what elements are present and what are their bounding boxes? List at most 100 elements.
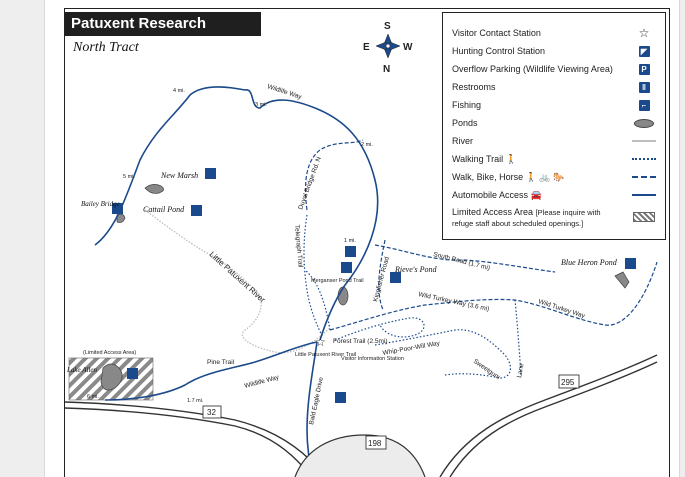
- legend-row-visitor-contact: Visitor Contact Station ☆: [452, 25, 657, 41]
- distance-1mi: 1 mi.: [344, 238, 356, 244]
- legend-note: [Please inquire with refuge staff about …: [452, 208, 601, 228]
- fishing-icon: [127, 368, 138, 379]
- hunting-icon: [335, 392, 346, 403]
- distance-2mi: 2 mi.: [361, 142, 373, 148]
- car-icon: 🚘: [530, 190, 542, 200]
- bailey-pond: [116, 213, 126, 223]
- hunting-icon: [112, 203, 123, 214]
- route-295-road: [439, 354, 658, 477]
- wildlife-way-road: [94, 86, 379, 341]
- distance-6mi: 6 mi.: [87, 394, 99, 400]
- map-canvas: 32 198 295 S N E W: [64, 21, 658, 477]
- kingfisher-road-trail: [378, 239, 386, 311]
- label-sweetgum: Sweetgum: [472, 358, 501, 381]
- label-merganser-pond-trail: Merganser Pond Trail: [311, 278, 364, 284]
- lane-trail: [514, 299, 522, 376]
- legend-row-river: River: [452, 133, 657, 149]
- duval-bridge-trail: [304, 139, 364, 211]
- legend-row-walking: Walking Trail 🚶: [452, 151, 657, 167]
- route-198-label: 198: [368, 439, 382, 448]
- legend-label: Walk, Bike, Horse 🚶 🚲 🐎: [452, 172, 565, 182]
- distance-5mi: 5 mi.: [123, 174, 135, 180]
- legend-label: Walking Trail 🚶: [452, 154, 517, 164]
- forest-walking-trail: [334, 317, 425, 341]
- compass-n: N: [383, 64, 390, 75]
- legend-label: Ponds: [452, 118, 478, 128]
- label-kingfisher-road: Kingfisher Road: [372, 256, 391, 303]
- map-page: 32 198 295 S N E W: [44, 0, 680, 477]
- label-whip-poor-will: Whip-Poor-Will Way: [382, 340, 441, 357]
- distance-17mi: 1.7 mi.: [187, 398, 204, 404]
- legend-row-hunting: Hunting Control Station ◤: [452, 43, 657, 59]
- fishing-icon: [625, 258, 636, 269]
- distance-3mi: 3 mi.: [255, 102, 267, 108]
- fishing-icon: [205, 168, 216, 179]
- label-wildlife-way-bottom: Wildlife Way: [244, 374, 281, 390]
- label-bailey-bridge: Bailey Bridge: [81, 200, 120, 208]
- route-32-road: [64, 401, 326, 477]
- star-icon: ☆: [638, 26, 650, 40]
- south-road-trail: [374, 244, 556, 273]
- walk-bike-horse-line-icon: [632, 176, 656, 178]
- legend-row-auto: Automobile Access 🚘: [452, 187, 657, 203]
- hatch-area-icon: [633, 212, 655, 222]
- auto-line-icon: [632, 194, 656, 196]
- legend-label: Fishing: [452, 100, 482, 110]
- little-patuxent-river-trail: [304, 269, 331, 331]
- pond-icon: [634, 118, 654, 128]
- map-title: Patuxent Research Refuge: [65, 12, 261, 56]
- distance-4mi: 4 mi.: [173, 88, 185, 94]
- wildlife-way-south: [104, 341, 318, 401]
- label-visitor-information-station: Visitor Information Station: [341, 356, 404, 362]
- walker-icon: 🚶: [505, 154, 517, 164]
- visitor-station-star-icon: ☆: [315, 335, 326, 349]
- legend-label: Restrooms: [452, 82, 496, 92]
- walk-bike-horse-icon: 🚶 🚲 🐎: [525, 172, 565, 182]
- legend-label: Hunting Control Station: [452, 46, 546, 56]
- walking-line-icon: [632, 158, 656, 160]
- legend-row-fishing: Fishing ⌐: [452, 97, 657, 113]
- legend-label: Automobile Access 🚘: [452, 190, 542, 200]
- legend-row-limited-access: Limited Access Area [Please inquire with…: [452, 207, 657, 231]
- parking-icon: P: [638, 63, 650, 75]
- legend-label: Visitor Contact Station: [452, 28, 541, 38]
- route-32-road-2: [64, 407, 312, 477]
- route-198-shield: [365, 435, 387, 450]
- merganser-pond: [337, 286, 349, 306]
- telegraph-walking-trail: [303, 214, 324, 339]
- label-little-patuxent-river-trail: Little Patuxent River Trail: [295, 352, 356, 358]
- compass-rose: [375, 33, 401, 59]
- legend-row-ponds: Ponds: [452, 115, 657, 131]
- label-wildlife-way-top: Wildlife Way: [266, 83, 303, 101]
- compass-e: E: [363, 42, 370, 53]
- label-pine-trail: Pine Trail: [207, 359, 235, 366]
- new-marsh-pond: [144, 184, 164, 194]
- label-lake-allen: Lake Allen: [66, 366, 98, 374]
- map-legend: Visitor Contact Station ☆ Hunting Contro…: [442, 12, 666, 240]
- legend-label: River: [452, 136, 474, 146]
- sweetgum-trail: [444, 373, 501, 379]
- whip-poor-will-trail: [374, 329, 512, 379]
- label-forest-trail: Forest Trail (2.5mi): [333, 338, 388, 345]
- lake-allen-pond: [100, 363, 123, 391]
- compass-w: W: [403, 42, 413, 53]
- label-little-patuxent-river: Little Patuxent River: [208, 250, 267, 305]
- label-duval-bridge-rd: Duval Bridge Rd. N: [297, 156, 323, 211]
- label-limited-access: (Limited Access Area): [83, 350, 136, 356]
- parking-icon: [341, 262, 352, 273]
- map-subtitle: North Tract: [73, 40, 139, 55]
- legend-label: Limited Access Area [Please inquire with…: [452, 207, 601, 228]
- label-telegraph-trail: Telegraph Trail: [293, 225, 304, 269]
- route-295-shield: [558, 374, 580, 389]
- blue-heron-pond: [614, 271, 630, 289]
- restroom-icon: [345, 246, 356, 257]
- fishing-icon: [390, 272, 401, 283]
- label-lane: Lane: [516, 363, 525, 379]
- route-198-road: [294, 434, 426, 477]
- route-295-road-2: [449, 361, 658, 477]
- legend-row-parking: Overflow Parking (Wildlife Viewing Area)…: [452, 61, 657, 77]
- route-295-label: 295: [561, 378, 575, 387]
- legend-row-walk-bike-horse: Walk, Bike, Horse 🚶 🚲 🐎: [452, 169, 657, 185]
- fishing-icon: ⌐: [638, 99, 650, 111]
